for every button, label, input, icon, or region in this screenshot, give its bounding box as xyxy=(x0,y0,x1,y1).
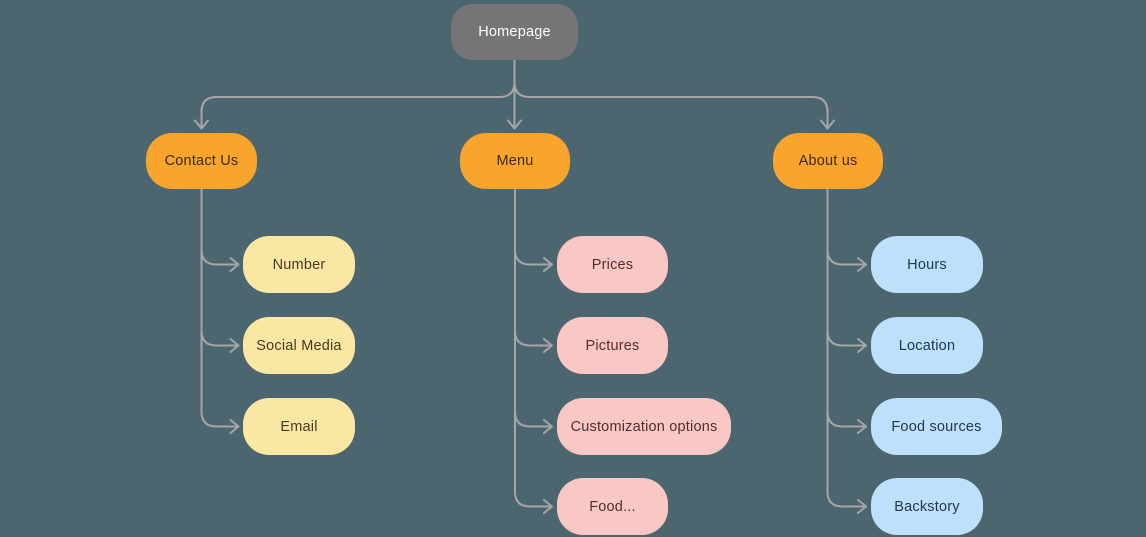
connector-about-us-location xyxy=(826,189,867,353)
node-email[interactable]: Email xyxy=(243,398,355,455)
connector-about-us-hours xyxy=(826,189,867,272)
connector-about-us-backstory xyxy=(826,189,867,514)
connector-menu-pictures xyxy=(514,188,553,353)
connector-contact-us-email xyxy=(200,188,240,434)
connector-menu-customization-options xyxy=(514,188,553,434)
node-backstory[interactable]: Backstory xyxy=(871,478,983,535)
node-menu[interactable]: Menu xyxy=(460,133,570,189)
node-pictures[interactable]: Pictures xyxy=(557,317,668,374)
node-contact-us[interactable]: Contact Us xyxy=(146,133,257,189)
node-customization-options[interactable]: Customization options xyxy=(557,398,731,455)
node-number[interactable]: Number xyxy=(243,236,355,293)
node-food-sources[interactable]: Food sources xyxy=(871,398,1002,455)
connector-about-us-food-sources xyxy=(826,189,867,434)
node-hours[interactable]: Hours xyxy=(871,236,983,293)
connector-contact-us-number xyxy=(200,188,240,272)
node-about-us[interactable]: About us xyxy=(773,133,883,189)
node-food[interactable]: Food... xyxy=(557,478,668,535)
connector-homepage-contact-us xyxy=(194,59,516,130)
connector-homepage-about-us xyxy=(513,59,835,130)
node-homepage[interactable]: Homepage xyxy=(451,4,578,60)
connector-contact-us-social-media xyxy=(200,188,240,353)
node-prices[interactable]: Prices xyxy=(557,236,668,293)
connector-menu-prices xyxy=(514,188,553,272)
node-location[interactable]: Location xyxy=(871,317,983,374)
connector-menu-food xyxy=(514,188,553,514)
node-social-media[interactable]: Social Media xyxy=(243,317,355,374)
